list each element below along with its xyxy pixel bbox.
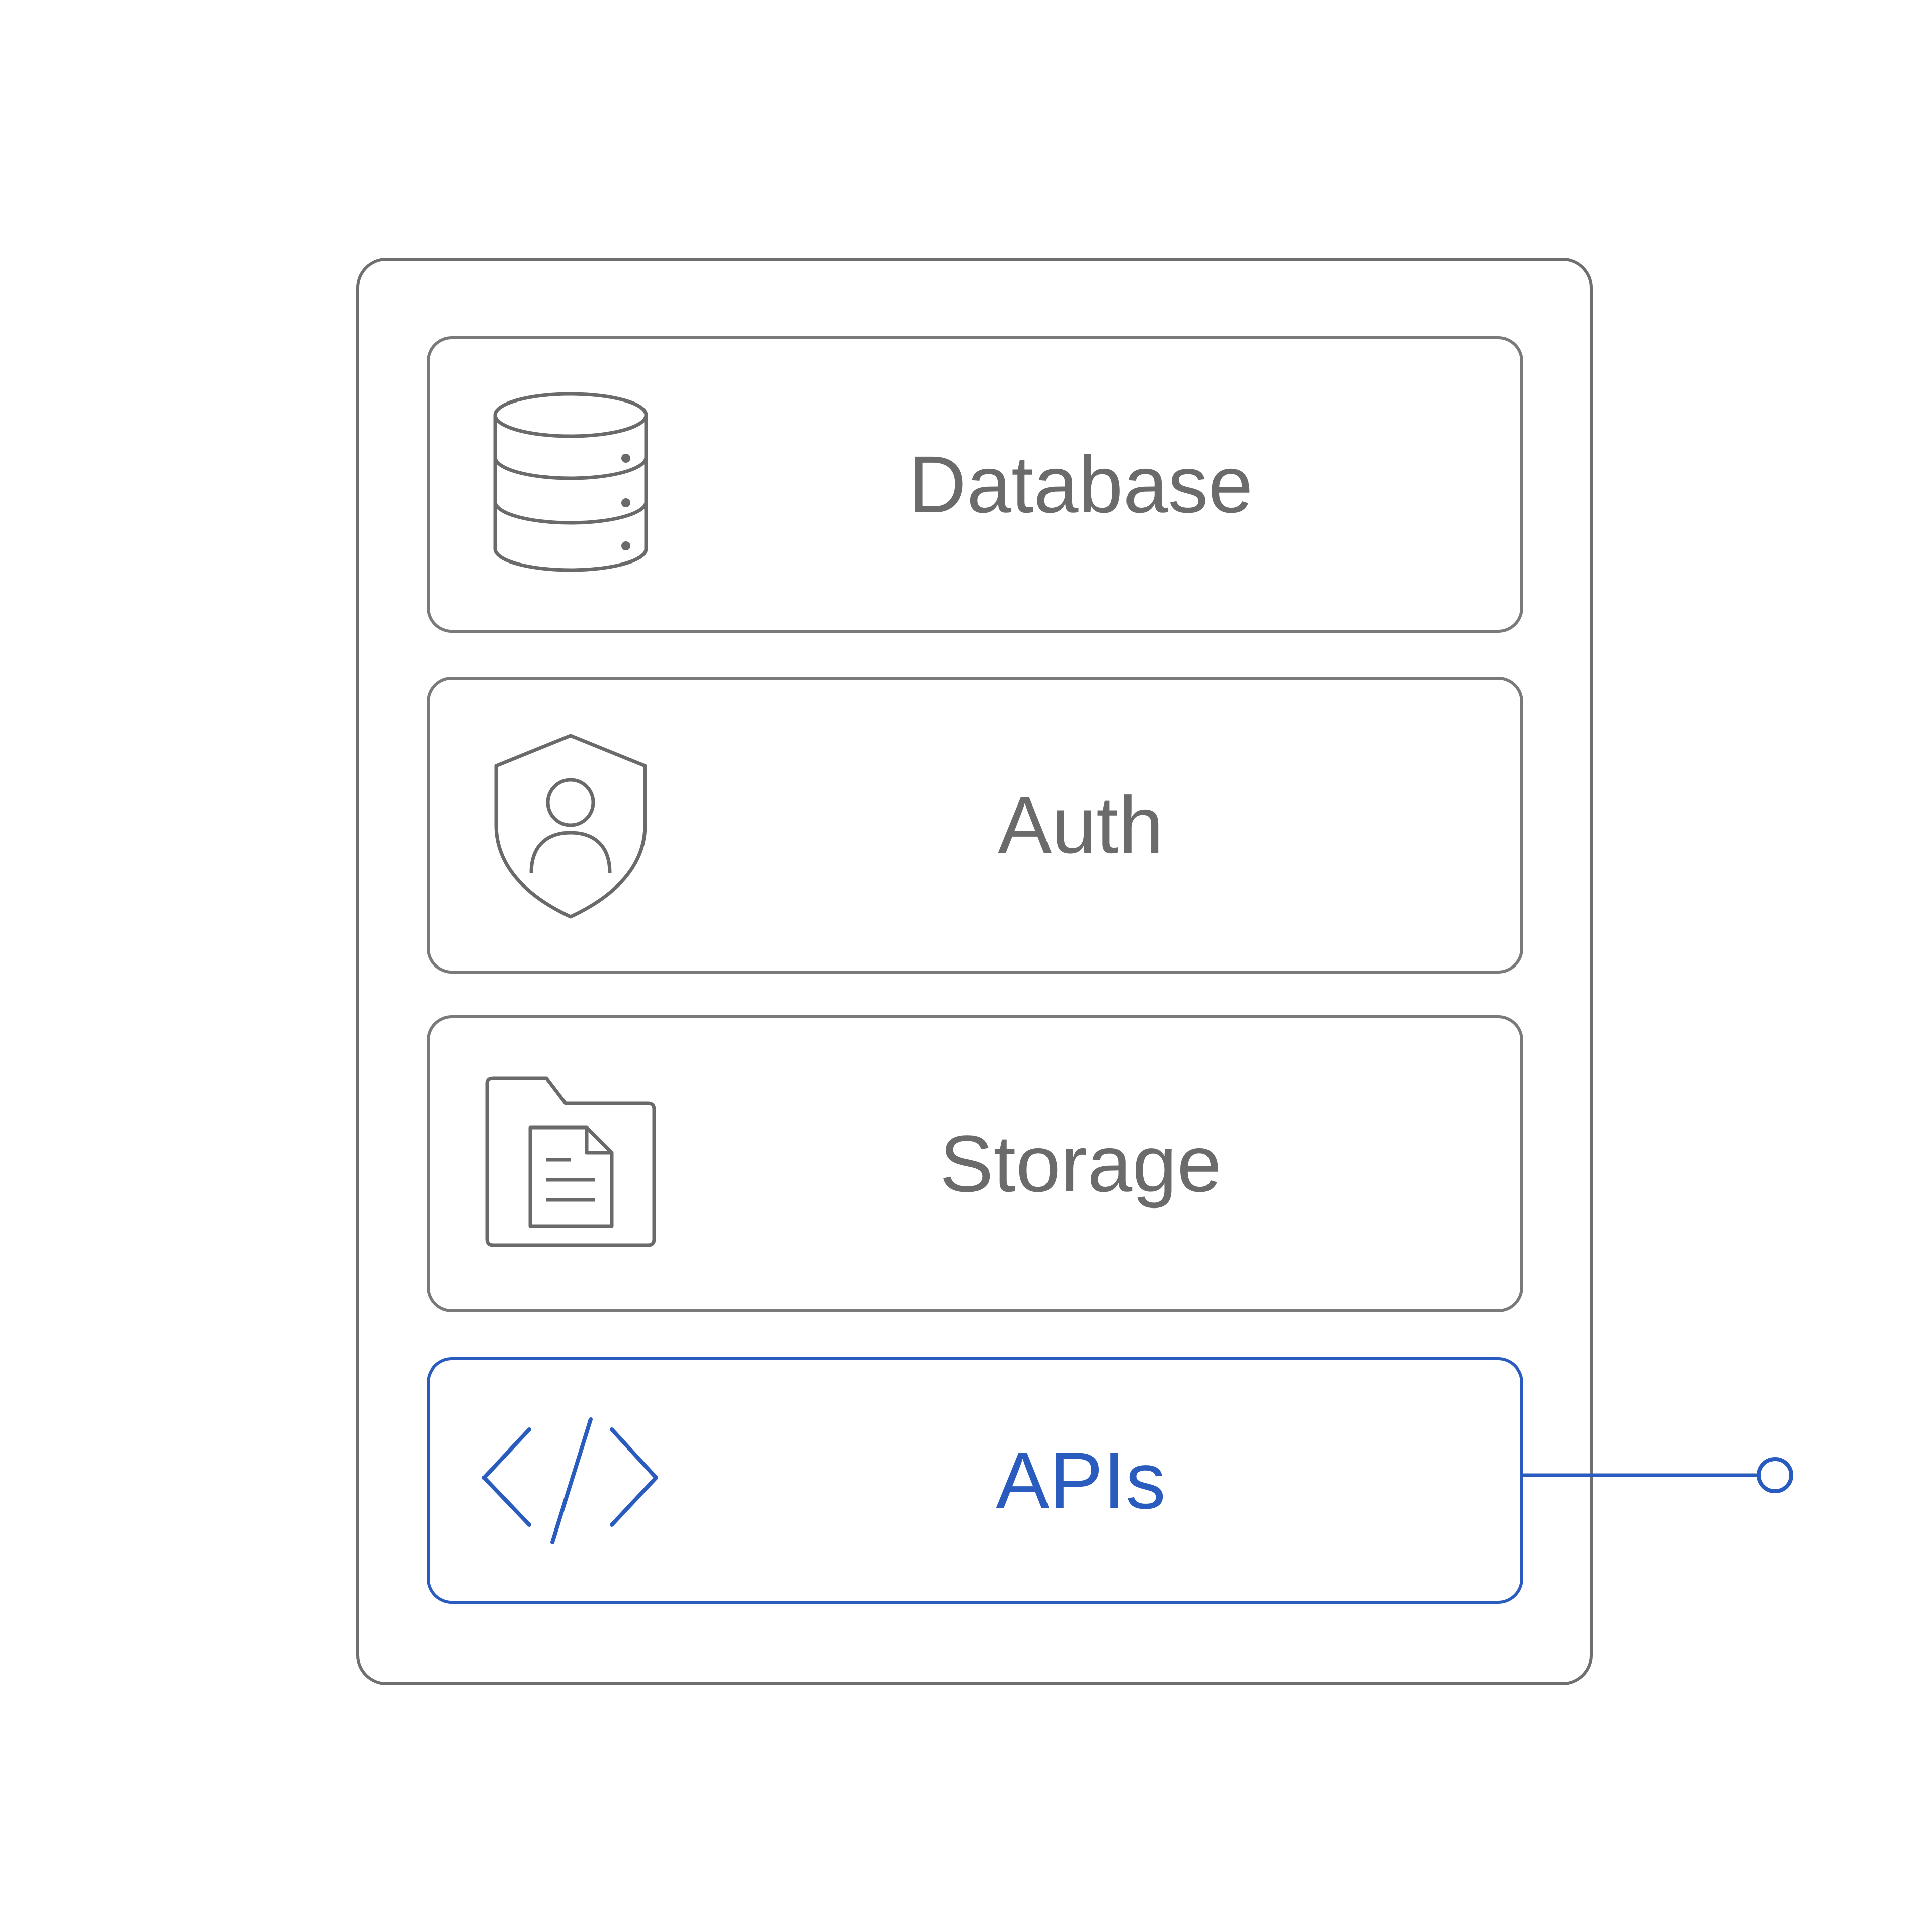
- layer-apis[interactable]: APIs: [427, 1357, 1523, 1604]
- layer-auth[interactable]: Auth: [427, 677, 1523, 974]
- shield-user-icon: [480, 730, 661, 921]
- layer-storage[interactable]: Storage: [427, 1015, 1523, 1312]
- layer-label-storage: Storage: [939, 1118, 1222, 1209]
- layer-database[interactable]: Database: [427, 336, 1523, 633]
- layer-label-database: Database: [908, 439, 1253, 529]
- database-icon: [480, 389, 661, 580]
- connector-endpoint[interactable]: [1757, 1457, 1793, 1493]
- folder-document-icon: [480, 1068, 661, 1259]
- layer-label-auth: Auth: [998, 780, 1164, 870]
- layer-label-apis: APIs: [996, 1435, 1166, 1525]
- code-brackets-icon: [480, 1385, 661, 1576]
